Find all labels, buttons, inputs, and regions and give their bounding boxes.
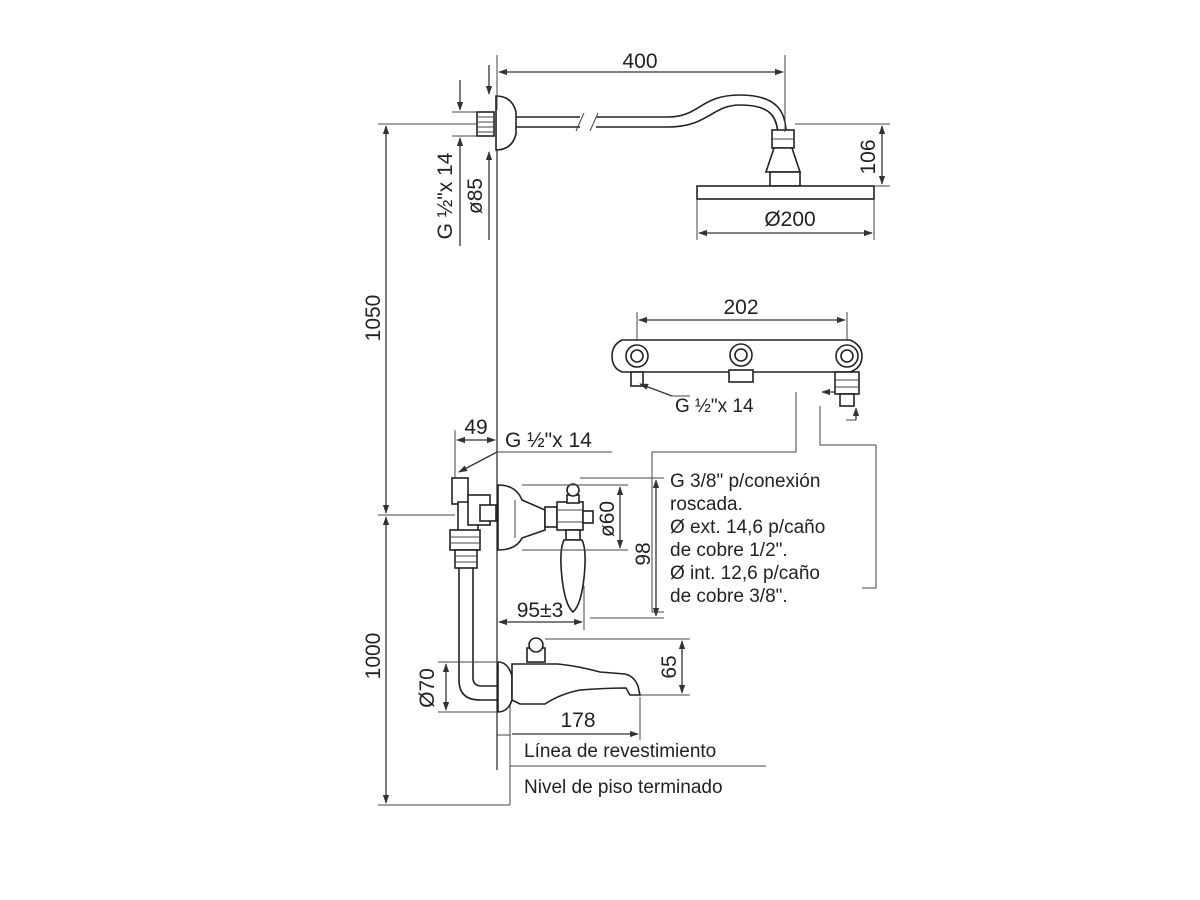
label-1050: 1050 [362,295,385,342]
dim-spout-length: 178 [512,697,641,740]
dim-shower-head-diameter: Ø200 [696,199,875,240]
label-49: 49 [464,416,487,439]
label-finished-floor: Nivel de piso terminado [524,777,723,798]
label-400: 400 [622,50,657,73]
dim-spout-flange: Ø70 [416,661,498,713]
wall-lines [496,95,511,805]
mixer-thread-leader: G ½"x 14 [458,429,612,473]
dim-shower-arm-length: 400 [496,50,786,132]
dim-heights-left: 1050 1000 [362,123,510,806]
label-95: 95±3 [517,599,564,622]
wall-flange-top [476,95,517,151]
note-line-4: de cobre 1/2". [670,540,788,561]
spout [497,637,641,713]
label-diam-60: ø60 [596,501,619,537]
label-mixer-thread: G ½"x 14 [505,429,592,452]
shower-head [696,185,875,200]
note-line-5: Ø int. 12,6 p/caño [670,563,820,584]
label-diam-70: Ø70 [416,668,439,708]
note-line-3: Ø ext. 14,6 p/caño [670,517,825,538]
dim-mixer-flange: ø60 [522,484,628,551]
label-202: 202 [723,296,758,319]
mixer-pipe-vertical [449,477,510,701]
note-line-2: roscada. [670,494,743,515]
note-line-1: G 3/8" p/conexión [670,471,820,492]
label-98: 98 [632,542,655,565]
label-valve-thread: G ½"x 14 [675,396,754,417]
mixer-body [497,483,594,614]
shower-arm [516,94,802,187]
label-65: 65 [658,655,681,678]
label-178: 178 [560,709,595,732]
valve-body-detail [611,339,863,407]
connection-note: G 3/8" p/conexión roscada. Ø ext. 14,6 p… [670,471,825,607]
label-top-thread: G ½"x 14 [434,152,457,239]
reference-labels: Línea de revestimiento Nivel de piso ter… [510,741,766,798]
dim-spout-height: 65 [545,638,690,696]
label-cladding-line: Línea de revestimiento [524,741,716,762]
label-106: 106 [857,139,880,174]
dim-mixer-offset: 49 [454,416,496,478]
label-diam-200: Ø200 [764,208,815,231]
valve-thread-leader: G ½"x 14 [639,383,754,417]
dim-top-thread-and-flange: G ½"x 14 ø85 [434,65,493,246]
dim-shower-head-height: 106 [795,123,890,187]
label-diam-85: ø85 [464,178,487,214]
dim-mixer-height: 98 [580,477,664,619]
note-line-6: de cobre 3/8". [670,586,788,607]
dim-valve-body-width: 202 [636,296,848,340]
dim-handle-projection: 95±3 [498,586,585,630]
label-1000: 1000 [362,633,385,680]
